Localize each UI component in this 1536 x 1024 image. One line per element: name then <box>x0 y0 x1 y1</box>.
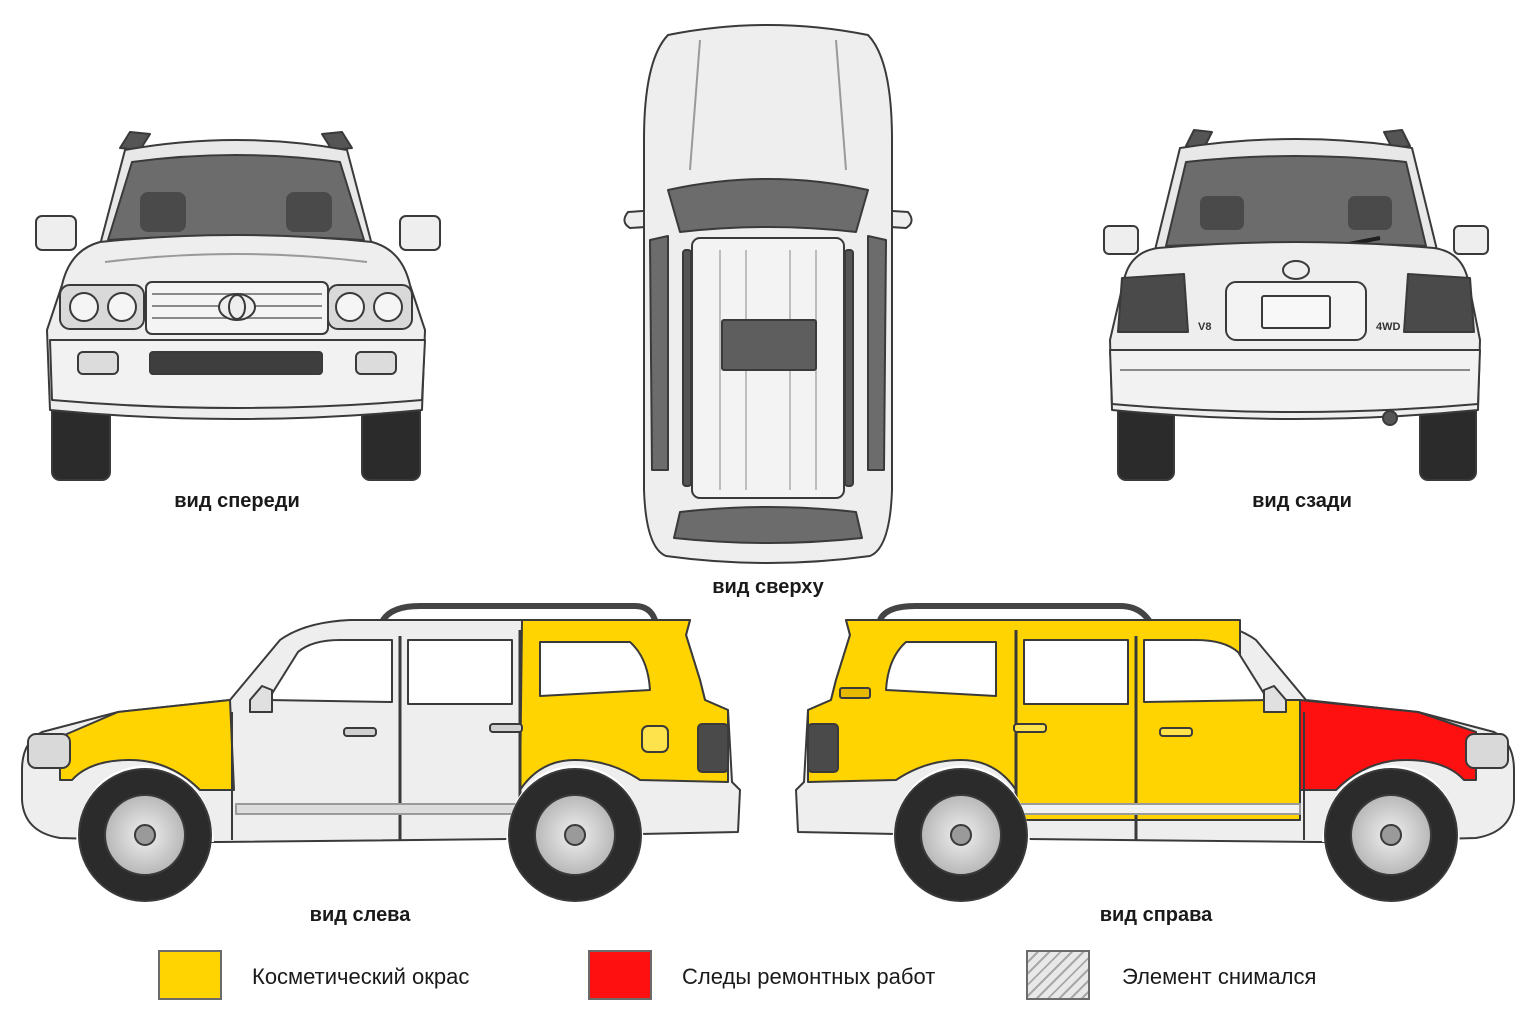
front-view-car <box>35 131 441 481</box>
front-logo-icon <box>218 293 256 321</box>
license-plate <box>1261 295 1331 329</box>
rear-bumper <box>1109 349 1481 413</box>
label-right-view: вид справа <box>1099 904 1213 926</box>
label-rear-view: вид сзади <box>1252 490 1352 512</box>
left-rear-wheel <box>508 768 642 902</box>
top-rear-window <box>673 506 863 544</box>
label-top-view: вид сверху <box>712 576 824 598</box>
label-front-view: вид спереди <box>174 490 300 512</box>
legend-label-repair: Следы ремонтных работ <box>682 964 936 989</box>
left-mirror <box>35 215 77 251</box>
top-view-car <box>623 24 913 564</box>
badge-v8: V8 <box>1198 321 1211 333</box>
left-view-car <box>21 603 741 902</box>
right-rear-wheel <box>894 768 1028 902</box>
legend-label-cosmetic: Косметический окрас <box>252 964 470 989</box>
right-view-car <box>795 603 1515 902</box>
label-left-view: вид слева <box>309 904 411 926</box>
top-windshield <box>667 178 869 233</box>
rear-logo-icon <box>1282 260 1310 280</box>
right-tail-light <box>1403 273 1475 333</box>
legend-label-removed: Элемент снимался <box>1122 964 1317 989</box>
right-front-wheel <box>1324 768 1458 902</box>
exhaust-pipe <box>1382 410 1398 426</box>
left-front-wheel <box>78 768 212 902</box>
legend-swatch-repair <box>588 950 652 1000</box>
right-mirror <box>399 215 441 251</box>
badge-4wd: 4WD <box>1376 321 1401 333</box>
rear-view-car <box>1103 129 1489 481</box>
right-front-fender-repair <box>1299 699 1477 791</box>
left-tail-light <box>1117 273 1189 333</box>
legend-swatch-removed <box>1026 950 1090 1000</box>
legend-swatch-cosmetic <box>158 950 222 1000</box>
sunroof <box>721 319 817 371</box>
left-front-fender-paint <box>59 699 235 791</box>
